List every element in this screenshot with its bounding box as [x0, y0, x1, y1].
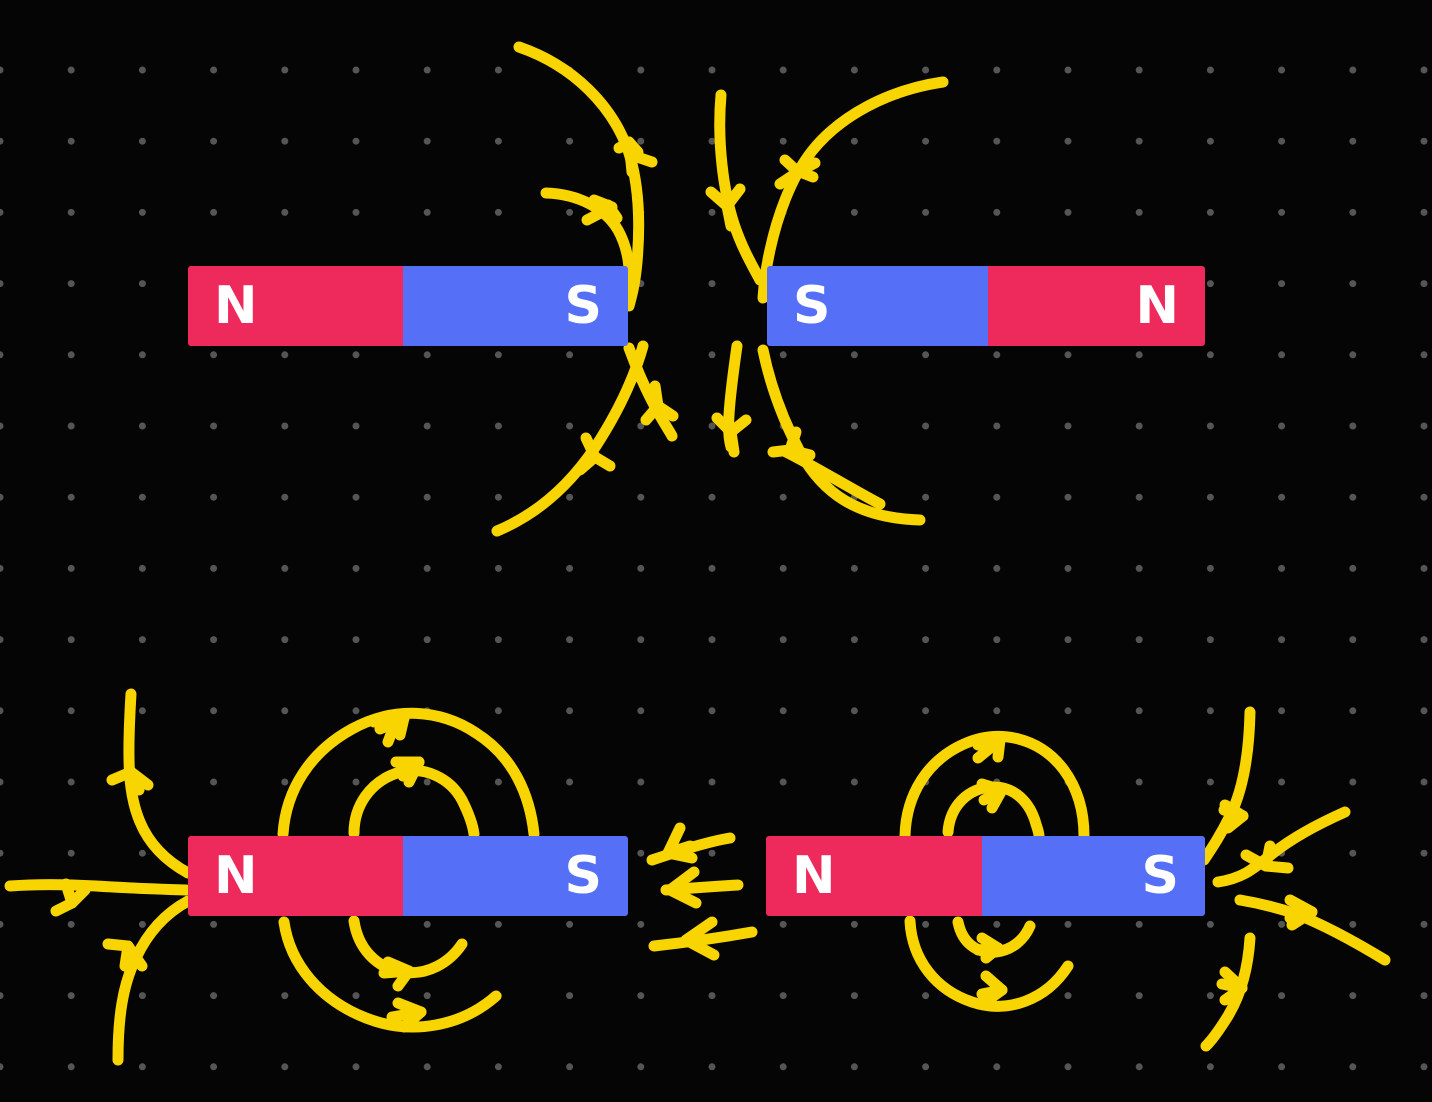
top-right-magnet-north-pole: N [988, 266, 1205, 346]
field-line [540, 187, 636, 296]
bottom-left-magnet-south-label: S [564, 846, 602, 906]
bottom-left-magnet-south-pole: S [403, 836, 628, 916]
bottom-right-magnet-north-pole: N [766, 836, 983, 916]
arrowhead [789, 164, 819, 183]
arrowhead [625, 149, 658, 168]
field-line [1200, 932, 1256, 1052]
bottom-right-magnet-south-pole: S [982, 836, 1205, 916]
arrowhead [386, 1006, 427, 1023]
top-right-magnet-south-pole: S [767, 266, 989, 346]
field-line [623, 342, 678, 442]
field-line [277, 707, 540, 840]
field-line [4, 879, 192, 896]
arrowhead [680, 916, 720, 961]
bottom-right-magnet-south-label: S [1141, 846, 1179, 906]
arrowhead [972, 734, 1006, 764]
arrowhead [368, 712, 410, 728]
arrowhead [602, 199, 623, 224]
bottom-left-magnet-north-pole: N [188, 836, 404, 916]
arrowhead [378, 965, 415, 979]
arrowhead [972, 942, 1004, 956]
field-line [780, 446, 886, 510]
arrowhead [125, 766, 154, 791]
field-line [942, 781, 1045, 842]
arrowhead [978, 784, 1008, 806]
arrowhead [649, 380, 664, 412]
top-left-magnet-north-label: N [214, 276, 258, 336]
field-line [123, 688, 194, 879]
arrowhead [1218, 804, 1249, 822]
field-line [757, 344, 926, 526]
arrowhead [580, 432, 601, 463]
field-line [348, 765, 480, 840]
top-right-magnet-north-label: N [1135, 276, 1179, 336]
arrowhead [721, 200, 737, 232]
gap-arrow [648, 926, 758, 952]
field-line [112, 895, 194, 1066]
top-left-magnet-south-pole: S [403, 266, 628, 346]
arrowhead [664, 866, 702, 909]
field-lines-repulsion [4, 688, 1391, 1066]
bottom-right-magnet-north-label: N [792, 846, 836, 906]
arrowhead [66, 884, 91, 909]
arrowhead [662, 840, 696, 859]
arrowhead [1216, 978, 1248, 994]
top-left-magnet-north-pole: N [188, 266, 404, 346]
arrowhead [1240, 849, 1272, 872]
field-line [491, 340, 649, 537]
field-lines-attraction [491, 41, 949, 537]
arrowhead [1284, 906, 1318, 924]
field-line [278, 916, 502, 1033]
top-right-magnet-south-label: S [793, 276, 831, 336]
bottom-left-magnet-north-label: N [214, 846, 258, 906]
arrowhead [382, 720, 400, 748]
field-line [1198, 706, 1256, 866]
arrowhead [397, 756, 425, 782]
top-left-magnet-south-label: S [564, 276, 602, 336]
field-line [904, 915, 1074, 1012]
arrowhead [976, 984, 1008, 1000]
arrowhead [725, 426, 740, 458]
arrowhead [122, 940, 148, 972]
